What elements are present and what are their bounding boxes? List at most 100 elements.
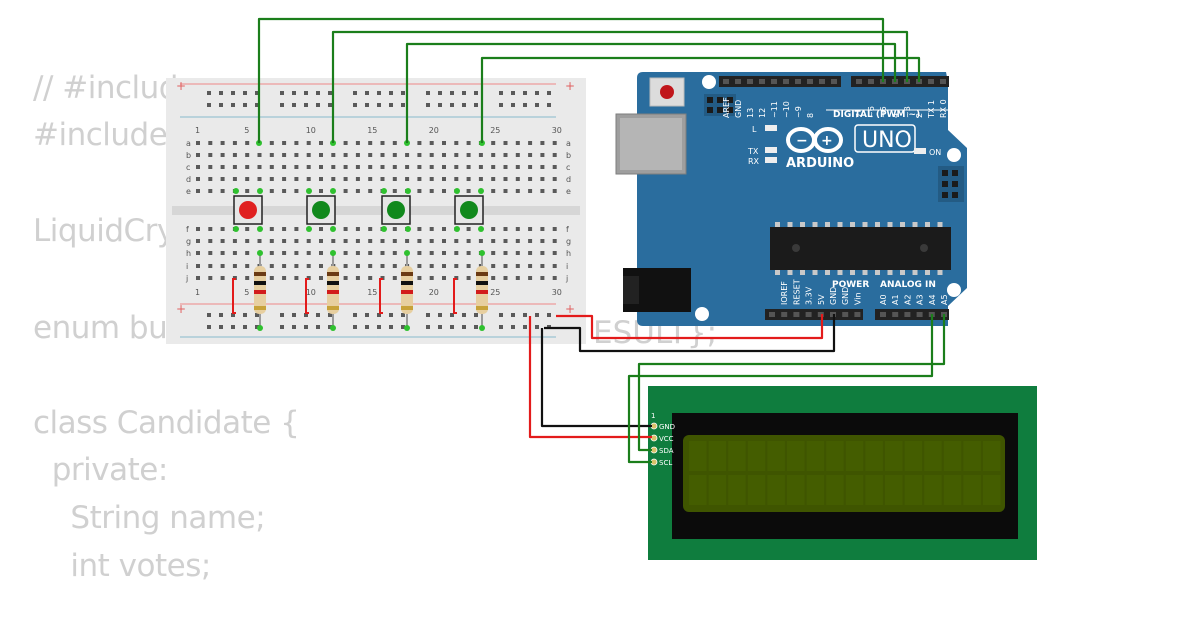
bb-hole — [417, 276, 422, 280]
header-hole[interactable] — [940, 79, 946, 84]
header-hole[interactable] — [735, 79, 741, 84]
bb-row-label: f — [186, 225, 189, 234]
bb-hole — [220, 239, 225, 243]
jumper-1 — [232, 278, 236, 314]
bb-hole — [528, 165, 533, 169]
header-hole[interactable] — [793, 312, 800, 317]
bb-hole — [294, 165, 299, 169]
header-hole[interactable] — [747, 79, 753, 84]
bb-hole — [552, 153, 557, 157]
digital-pin-label: 4 — [891, 113, 900, 118]
pin-highlight — [257, 325, 263, 331]
bb-hole — [491, 239, 496, 243]
bb-rail-hole — [243, 91, 247, 95]
header-hole[interactable] — [868, 79, 874, 84]
header-hole[interactable] — [831, 79, 837, 84]
bb-row-label: i — [566, 262, 568, 271]
chip-pins — [775, 222, 943, 275]
bb-hole — [540, 177, 545, 181]
header-hole[interactable] — [795, 79, 801, 84]
bb-hole — [392, 189, 397, 193]
logo-minus: − — [796, 133, 808, 149]
rail-plus-bottom-left: + — [176, 302, 186, 316]
pin-highlight — [330, 325, 336, 331]
header-hole[interactable] — [928, 79, 934, 84]
bb-hole — [208, 177, 213, 181]
header-hole[interactable] — [783, 79, 789, 84]
rail-plus-top-right: + — [565, 79, 575, 93]
header-hole[interactable] — [842, 312, 849, 317]
header-hole[interactable] — [781, 312, 788, 317]
bb-rail-hole — [365, 91, 369, 95]
digital-pin-label: 13 — [746, 108, 755, 118]
bb-hole — [294, 227, 299, 231]
bb-hole — [196, 189, 200, 193]
chip-pin — [837, 222, 843, 227]
bb-hole — [491, 264, 496, 268]
bb-hole — [429, 251, 434, 255]
bb-hole — [331, 239, 336, 243]
bb-hole — [528, 177, 533, 181]
pushbutton-cap[interactable] — [387, 201, 405, 219]
pushbutton-cap[interactable] — [312, 201, 330, 219]
header-hole[interactable] — [854, 312, 861, 317]
header-hole[interactable] — [904, 312, 911, 317]
header-hole[interactable] — [769, 312, 775, 317]
header-hole[interactable] — [819, 79, 825, 84]
bb-column-label: 5 — [244, 126, 249, 135]
bb-hole — [294, 239, 299, 243]
arduino-logo — [786, 127, 843, 153]
bb-row-label: j — [565, 274, 568, 283]
bb-hole — [491, 189, 496, 193]
bb-column-label: 5 — [244, 288, 249, 297]
chip-pin — [862, 270, 868, 275]
bb-hole — [245, 264, 250, 268]
lcd-pin1-marker: 1 — [651, 412, 655, 420]
bb-column-label: 20 — [429, 126, 439, 135]
reset-button[interactable] — [660, 85, 674, 99]
bb-hole — [478, 177, 483, 181]
resistor-band — [401, 290, 413, 294]
bb-rail-hole — [438, 103, 442, 107]
header-hole[interactable] — [771, 79, 777, 84]
header-hole[interactable] — [759, 79, 765, 84]
bb-hole — [552, 264, 557, 268]
bb-hole — [269, 165, 274, 169]
bb-hole — [343, 141, 348, 145]
bb-rail-hole — [547, 91, 551, 95]
bb-hole — [196, 165, 200, 169]
chip-pin — [787, 270, 793, 275]
header-hole[interactable] — [805, 312, 812, 317]
header-hole[interactable] — [807, 79, 813, 84]
header-hole[interactable] — [856, 79, 862, 84]
bb-rail-hole — [280, 325, 284, 329]
logo-plus: + — [821, 133, 833, 149]
bb-hole — [245, 153, 250, 157]
bb-hole — [466, 264, 471, 268]
header-hole[interactable] — [892, 312, 899, 317]
bb-hole — [540, 239, 545, 243]
bb-rail-hole — [328, 91, 332, 95]
pushbutton-cap[interactable] — [460, 201, 478, 219]
bb-hole — [282, 239, 287, 243]
bb-hole — [306, 251, 311, 255]
bb-hole — [220, 251, 225, 255]
bb-rail-hole — [219, 103, 223, 107]
header-hole[interactable] — [723, 79, 729, 84]
bb-rail-hole — [535, 91, 539, 95]
bb-rail-hole — [401, 313, 405, 317]
bb-hole — [405, 165, 410, 169]
pushbutton-cap[interactable] — [239, 201, 257, 219]
header-hole[interactable] — [916, 312, 923, 317]
lcd-cell — [904, 475, 923, 505]
bb-hole — [515, 189, 520, 193]
pin-highlight — [404, 250, 410, 256]
header-hole[interactable] — [817, 312, 824, 317]
header-hole[interactable] — [880, 312, 886, 317]
bb-hole — [405, 177, 410, 181]
bb-hole — [294, 141, 299, 145]
bb-rail-hole — [450, 325, 454, 329]
